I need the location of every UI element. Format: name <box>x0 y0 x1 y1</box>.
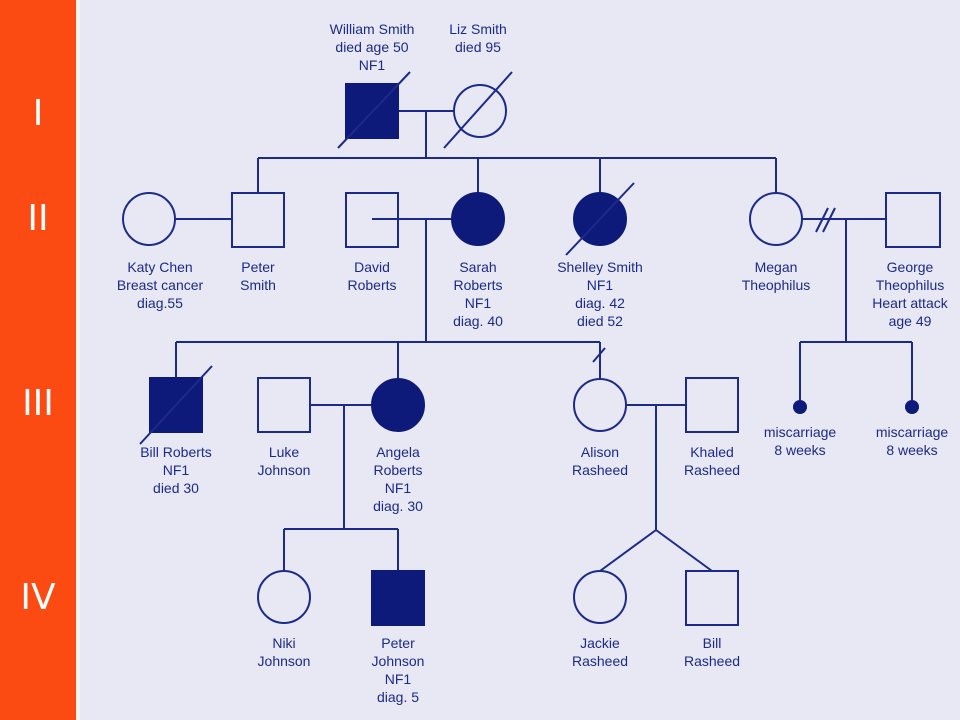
deceased-mark-shelley <box>565 182 635 256</box>
male-luke <box>257 377 311 433</box>
deceased-mark-william <box>337 71 411 149</box>
sidebar-divider <box>76 0 80 720</box>
label-george: George Theophilus Heart attack age 49 <box>872 259 948 329</box>
female-liz <box>453 84 507 138</box>
label-miscarriage-1: miscarriage 8 weeks <box>763 424 837 458</box>
separation-mark-1 <box>815 207 829 233</box>
female-affected-angela <box>371 378 425 432</box>
label-luke: Luke Johnson <box>257 444 311 478</box>
label-shelley: Shelley Smith NF1 diag. 42 died 52 <box>557 259 643 329</box>
separation-mark-2 <box>822 207 836 233</box>
twin-line-bill <box>655 529 713 572</box>
generation-label-IV: IV <box>20 577 56 618</box>
label-peter-s: Peter Smith <box>240 259 276 293</box>
relationship-lines <box>175 110 913 572</box>
generation-label-III: III <box>22 383 54 424</box>
female-jackie <box>573 570 627 624</box>
label-peter-j: Peter Johnson NF1 diag. 5 <box>371 635 425 705</box>
female-megan <box>749 192 803 246</box>
label-jackie: Jackie Rasheed <box>571 635 629 669</box>
label-sarah: Sarah Roberts NF1 diag. 40 <box>453 259 503 329</box>
miscarriage-marker-1 <box>793 400 807 414</box>
generation-label-II: II <box>27 198 49 239</box>
label-william: William Smith died age 50 NF1 <box>329 21 415 73</box>
label-niki: Niki Johnson <box>257 635 311 669</box>
label-angela: Angela Roberts NF1 diag. 30 <box>373 444 423 514</box>
female-affected-sarah <box>451 192 505 246</box>
male-peter-s <box>231 192 285 248</box>
label-liz: Liz Smith died 95 <box>449 21 507 55</box>
female-alison <box>573 378 627 432</box>
female-niki <box>257 570 311 624</box>
male-george <box>885 192 941 248</box>
label-khaled: Khaled Rasheed <box>683 444 741 478</box>
miscarriage-marker-2 <box>905 400 919 414</box>
deceased-mark-bill-r <box>139 365 213 445</box>
deceased-mark-liz <box>443 71 513 149</box>
label-megan: Megan Theophilus <box>741 259 811 293</box>
label-david: David Roberts <box>347 259 397 293</box>
male-khaled <box>685 377 739 433</box>
male-bill-ra <box>685 570 739 626</box>
label-katy: Katy Chen Breast cancer diag.55 <box>116 259 204 311</box>
twin-line-jackie <box>599 529 657 572</box>
male-david <box>345 192 399 248</box>
label-miscarriage-2: miscarriage 8 weeks <box>875 424 949 458</box>
female-katy <box>122 192 176 246</box>
generation-label-I: I <box>32 93 44 134</box>
adopted-mark <box>592 347 606 363</box>
label-alison: Alison Rasheed <box>571 444 629 478</box>
generation-sidebar: I II III IV <box>0 0 76 720</box>
label-bill-ra: Bill Rasheed <box>683 635 741 669</box>
label-bill-r: Bill Roberts NF1 died 30 <box>140 444 212 496</box>
male-affected-peter-j <box>371 570 425 626</box>
